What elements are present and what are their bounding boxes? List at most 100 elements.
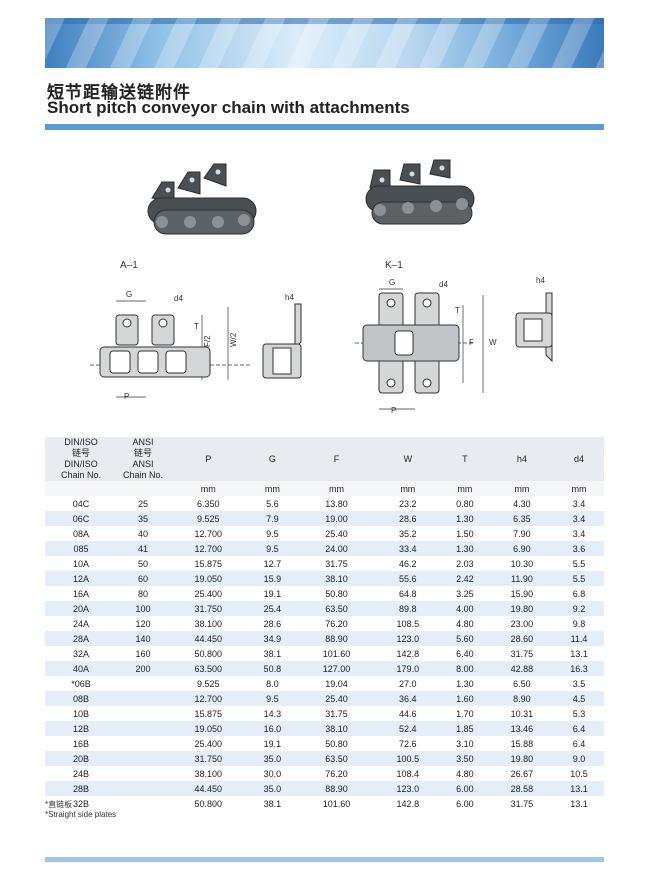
table-cell: 4.80 — [439, 766, 490, 781]
table-cell: 5.5 — [554, 556, 604, 571]
table-cell: 19.050 — [169, 721, 248, 736]
unit-cell: mm — [297, 481, 376, 496]
table-cell: 63.50 — [297, 601, 376, 616]
table-cell: 55.6 — [375, 571, 440, 586]
table-cell: 44.6 — [375, 706, 440, 721]
table-cell: 50.80 — [297, 586, 376, 601]
table-cell: 08A — [45, 526, 117, 541]
table-cell: 3.4 — [554, 496, 604, 511]
table-cell: 9.2 — [554, 601, 604, 616]
table-cell: 4.30 — [489, 496, 554, 511]
table-cell: 2.42 — [439, 571, 490, 586]
table-cell: 19.1 — [247, 586, 298, 601]
table-cell: 1.85 — [439, 721, 490, 736]
table-cell: 9.525 — [169, 676, 248, 691]
table-cell: 11.4 — [554, 631, 604, 646]
table-cell: 5.3 — [554, 706, 604, 721]
table-cell: 15.875 — [169, 556, 248, 571]
table-cell: 3.4 — [554, 526, 604, 541]
table-cell: 6.4 — [554, 736, 604, 751]
table-cell: 15.90 — [489, 586, 554, 601]
chain-photo-a1 — [147, 163, 257, 235]
table-cell: 25.40 — [297, 526, 376, 541]
table-cell: 101.60 — [297, 796, 376, 811]
table-cell: 6.350 — [169, 496, 248, 511]
title-divider — [45, 124, 604, 130]
table-cell: 8.90 — [489, 691, 554, 706]
table-cell: 16A — [45, 586, 117, 601]
table-cell: 6.00 — [439, 781, 490, 796]
table-cell: 23.2 — [375, 496, 440, 511]
table-cell — [117, 796, 169, 811]
dim-F-k1: F — [469, 338, 474, 347]
table-cell: 35.0 — [247, 751, 298, 766]
table-cell: 28B — [45, 781, 117, 796]
dim-G-k1: G — [389, 278, 395, 287]
unit-cell: mm — [375, 481, 440, 496]
table-cell — [117, 721, 169, 736]
table-cell: 64.8 — [375, 586, 440, 601]
drawing-a1-side: h4 — [262, 293, 302, 379]
table-cell: 6.4 — [554, 721, 604, 736]
table-cell: 31.750 — [169, 601, 248, 616]
footnote-en: *Straight side plates — [45, 810, 117, 819]
dim-P-k1: P — [391, 406, 396, 415]
table-cell: 12.700 — [169, 691, 248, 706]
table-cell: 12.700 — [169, 541, 248, 556]
table-cell: 179.0 — [375, 661, 440, 676]
dim-P: P — [124, 392, 129, 401]
table-cell: 3.5 — [554, 676, 604, 691]
table-cell: 16.3 — [554, 661, 604, 676]
table-cell: 13.1 — [554, 781, 604, 796]
col-p: P — [169, 437, 248, 481]
col-t: T — [439, 437, 490, 481]
table-cell: 40 — [117, 526, 169, 541]
table-cell: 15.9 — [247, 571, 298, 586]
table-cell: 7.90 — [489, 526, 554, 541]
table-cell: 31.75 — [297, 706, 376, 721]
table-cell: 123.0 — [375, 781, 440, 796]
table-cell: 76.20 — [297, 616, 376, 631]
footnote-cn: *直链板 — [45, 800, 73, 809]
table-cell: 16.0 — [247, 721, 298, 736]
table-cell: 11.90 — [489, 571, 554, 586]
table-cell: 41 — [117, 541, 169, 556]
table-cell: 28.6 — [247, 616, 298, 631]
table-cell: 80 — [117, 586, 169, 601]
table-cell: 50.8 — [247, 661, 298, 676]
table-cell: 10.31 — [489, 706, 554, 721]
table-cell: 50.80 — [297, 736, 376, 751]
table-cell: 63.500 — [169, 661, 248, 676]
page-title-cn: 短节距输送链附件 — [47, 83, 191, 102]
table-cell: 13.46 — [489, 721, 554, 736]
table-cell: 88.90 — [297, 781, 376, 796]
table-cell: 12B — [45, 721, 117, 736]
table-cell: 12A — [45, 571, 117, 586]
unit-cell: mm — [439, 481, 490, 496]
table-cell — [117, 781, 169, 796]
table-cell: 35.0 — [247, 781, 298, 796]
drawing-k1-front: G d4 T F W P — [355, 278, 497, 415]
table-cell — [117, 736, 169, 751]
table-cell: 1.70 — [439, 706, 490, 721]
table-cell: 10.30 — [489, 556, 554, 571]
table-cell: 32A — [45, 646, 117, 661]
table-cell — [117, 691, 169, 706]
table-cell: 6.40 — [439, 646, 490, 661]
table-cell: 23.00 — [489, 616, 554, 631]
table-cell: 6.00 — [439, 796, 490, 811]
table-cell: 28A — [45, 631, 117, 646]
table-cell: 3.25 — [439, 586, 490, 601]
table-cell: 12.7 — [247, 556, 298, 571]
table-cell — [117, 676, 169, 691]
table-cell: 120 — [117, 616, 169, 631]
table-cell: 4.80 — [439, 616, 490, 631]
table-cell: 3.4 — [554, 511, 604, 526]
table-cell: 1.50 — [439, 526, 490, 541]
table-cell: 3.6 — [554, 541, 604, 556]
